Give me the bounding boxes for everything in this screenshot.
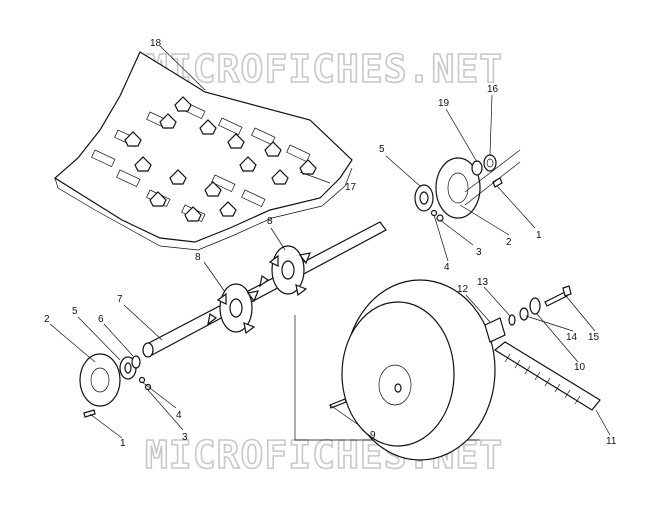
callout-2-right: 2 xyxy=(506,237,512,248)
wear-strip xyxy=(493,341,601,411)
callout-6: 6 xyxy=(98,314,104,325)
callout-13: 13 xyxy=(477,277,489,288)
callout-4-left: 4 xyxy=(176,410,182,421)
callout-3-left: 3 xyxy=(182,432,188,443)
spacer-12 xyxy=(484,317,506,343)
washer-left xyxy=(131,355,141,369)
washer-right xyxy=(430,209,438,217)
callout-5-left: 5 xyxy=(72,306,78,317)
ring-16 xyxy=(483,154,497,172)
callout-11: 11 xyxy=(606,436,617,447)
callout-17: 17 xyxy=(345,182,357,193)
callout-10: 10 xyxy=(574,362,586,373)
callout-1-left: 1 xyxy=(120,438,126,449)
callout-8-upper: 8 xyxy=(267,216,273,227)
callout-15: 15 xyxy=(588,332,600,343)
callout-16: 16 xyxy=(487,84,499,95)
callout-5-right: 5 xyxy=(379,144,385,155)
callout-12: 12 xyxy=(457,284,469,295)
bracket-right-edge xyxy=(464,149,521,206)
sprocket-upper xyxy=(259,245,311,297)
idler-wheel xyxy=(294,279,496,461)
ring-19 xyxy=(471,160,483,176)
callout-19: 19 xyxy=(438,98,450,109)
washer-10 xyxy=(529,297,541,315)
flange-plate-right xyxy=(435,157,481,219)
callout-14: 14 xyxy=(566,332,578,343)
bolt-left xyxy=(83,409,96,418)
washer-13 xyxy=(508,314,516,326)
axle-pin xyxy=(329,398,347,409)
sprocket-lower xyxy=(207,283,259,335)
washer-small-left xyxy=(138,376,146,384)
callout-9: 9 xyxy=(370,430,376,441)
callout-3-right: 3 xyxy=(476,247,482,258)
track-panel xyxy=(53,51,353,251)
watermark-top: MICROFICHES.NET xyxy=(145,47,503,91)
callout-2-left: 2 xyxy=(44,314,50,325)
callout-labels: 18 17 19 16 5 1 2 3 4 8 8 7 2 5 6 4 3 1 … xyxy=(44,38,617,449)
callout-4-right: 4 xyxy=(444,262,450,273)
bolt-15 xyxy=(544,285,572,307)
callout-8-lower: 8 xyxy=(195,252,201,263)
leader-lines xyxy=(49,45,611,439)
nut-right xyxy=(436,214,444,222)
bearing-right xyxy=(414,184,434,212)
flange-plate-left xyxy=(79,353,121,407)
callout-18: 18 xyxy=(150,38,162,49)
washer-14 xyxy=(519,307,529,321)
callout-1-right: 1 xyxy=(536,230,542,241)
callout-7: 7 xyxy=(117,294,123,305)
